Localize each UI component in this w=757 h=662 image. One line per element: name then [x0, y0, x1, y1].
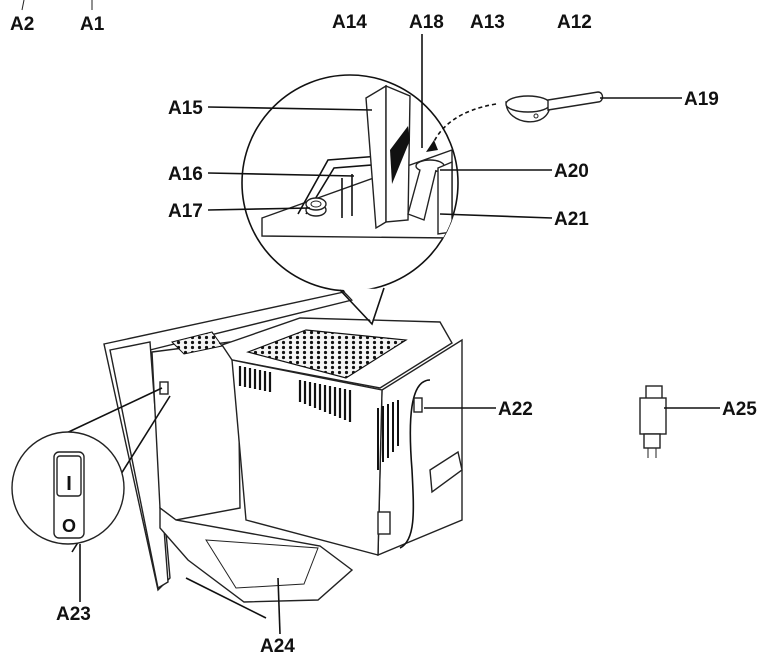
insert-arrowhead [426, 140, 438, 152]
label-a18: A18 [409, 12, 444, 33]
label-a24: A24 [260, 636, 295, 657]
label-a15: A15 [168, 98, 203, 119]
reservoir-frame [297, 155, 381, 215]
left-column [151, 341, 241, 521]
label-a17: A17 [168, 201, 203, 222]
label-a12: A12 [557, 12, 592, 33]
bubble-pointer [339, 287, 385, 326]
label-a14: A14 [332, 12, 367, 33]
appliance-body [103, 291, 463, 619]
power-cable [399, 379, 431, 549]
rear-socket [377, 511, 391, 535]
label-a25: A25 [722, 399, 757, 420]
leader-a2 [21, 0, 25, 11]
floor-line [185, 577, 267, 619]
label-a16: A16 [168, 164, 203, 185]
label-a23: A23 [56, 604, 91, 625]
label-a22: A22 [498, 399, 533, 420]
measuring-scoop [505, 91, 604, 123]
top-grille [246, 329, 408, 379]
insert-arrow [431, 103, 497, 147]
label-a1: A1 [80, 14, 105, 35]
drip-tray [159, 506, 354, 603]
front-panel [231, 359, 383, 556]
connector-part [639, 385, 667, 458]
label-a2: A2 [10, 14, 34, 35]
detail-bubble [241, 74, 459, 326]
switch-on-symbol: I [66, 473, 72, 495]
side-vents [377, 400, 399, 470]
leader-lines [79, 34, 720, 635]
cable-clip [413, 397, 423, 413]
switch-off-symbol: O [62, 516, 76, 536]
compartment [437, 160, 453, 235]
side-grille [171, 331, 223, 355]
switch-detail: I O [11, 387, 171, 553]
label-a21: A21 [554, 209, 589, 230]
label-a13: A13 [470, 12, 505, 33]
power-switch-small [159, 381, 169, 395]
filter-strip [390, 126, 410, 184]
label-a19: A19 [684, 89, 719, 110]
label-a20: A20 [554, 161, 589, 182]
connector-body [639, 397, 667, 435]
front-vents [238, 366, 352, 422]
